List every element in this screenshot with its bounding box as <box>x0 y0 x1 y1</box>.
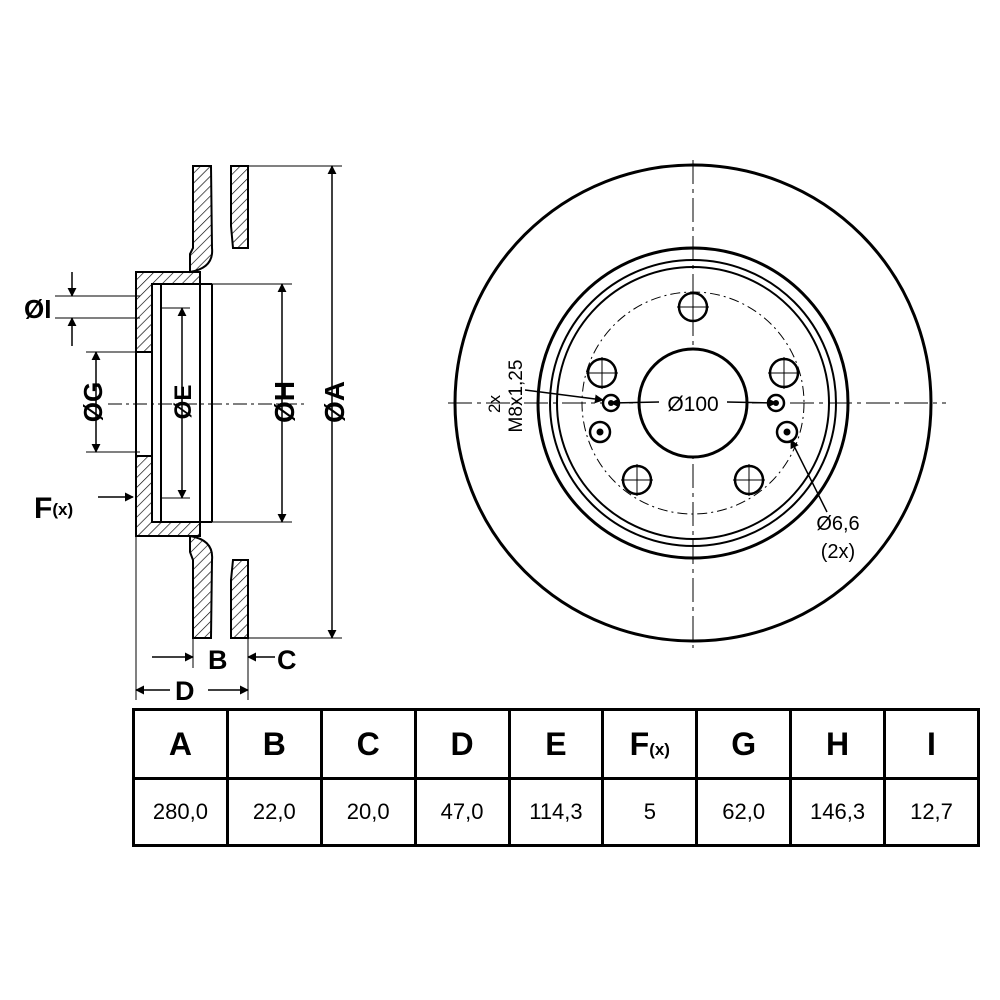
spec-header-c: C <box>319 708 417 780</box>
bolt-hole-crosslines <box>586 291 800 496</box>
dimension-label-b: B <box>208 645 228 675</box>
spec-value-h: 146,3 <box>789 777 886 847</box>
pcd-label: Ø100 <box>667 393 718 416</box>
spec-value-i: 12,7 <box>883 777 980 847</box>
thread-spec-label: M8x1,25 <box>506 360 527 433</box>
friction-ring-inner-edge <box>536 246 850 560</box>
hole-diameter-label: Ø6,6 <box>816 513 859 535</box>
dimension-label-c: C <box>277 645 297 675</box>
spec-header-d: D <box>413 708 511 780</box>
hat-walls <box>135 283 213 523</box>
disc-outer-edge <box>453 163 933 643</box>
hole-count-label: (2x) <box>821 541 855 563</box>
spec-table-value-row: 280,0 22,0 20,0 47,0 114,3 5 62,0 146,3 … <box>132 777 980 847</box>
thread-count-label: 2x <box>485 395 504 413</box>
dimension-label-f: F(x) <box>34 492 73 525</box>
spec-value-f: 5 <box>601 777 699 847</box>
hat-outer-edge <box>549 259 837 547</box>
spec-value-c: 20,0 <box>319 777 417 847</box>
dimension-label-a: ØA <box>319 381 350 423</box>
spec-header-g: G <box>695 708 793 780</box>
spec-header-h: H <box>789 708 886 780</box>
dimension-label-h: ØH <box>269 381 300 423</box>
spec-value-a: 280,0 <box>132 777 229 847</box>
hat-step-edge <box>556 266 830 540</box>
spec-header-i: I <box>883 708 980 780</box>
dimension-label-g: ØG <box>78 382 108 422</box>
spec-value-b: 22,0 <box>225 777 323 847</box>
spec-table-header-row: A B C D E F(x) G H I <box>132 708 980 780</box>
spec-header-a: A <box>132 708 229 780</box>
spec-value-e: 114,3 <box>507 777 605 847</box>
front-view: Ø100 2x M8x1,25 Ø6,6 (2x) <box>448 160 946 648</box>
dimension-label-e: ØE <box>170 385 197 420</box>
spec-header-b: B <box>225 708 323 780</box>
spec-header-f: F(x) <box>601 708 699 780</box>
spec-table: A B C D E F(x) G H I 280,0 22,0 20,0 47,… <box>132 708 980 847</box>
dimension-label-i: ØI <box>24 294 51 324</box>
dimension-label-d: D <box>175 676 195 706</box>
side-view: ØI ØG ØE ØH ØA F(x) B C D <box>24 165 350 706</box>
spec-value-d: 47,0 <box>413 777 511 847</box>
spec-header-e: E <box>507 708 605 780</box>
spec-value-g: 62,0 <box>695 777 793 847</box>
